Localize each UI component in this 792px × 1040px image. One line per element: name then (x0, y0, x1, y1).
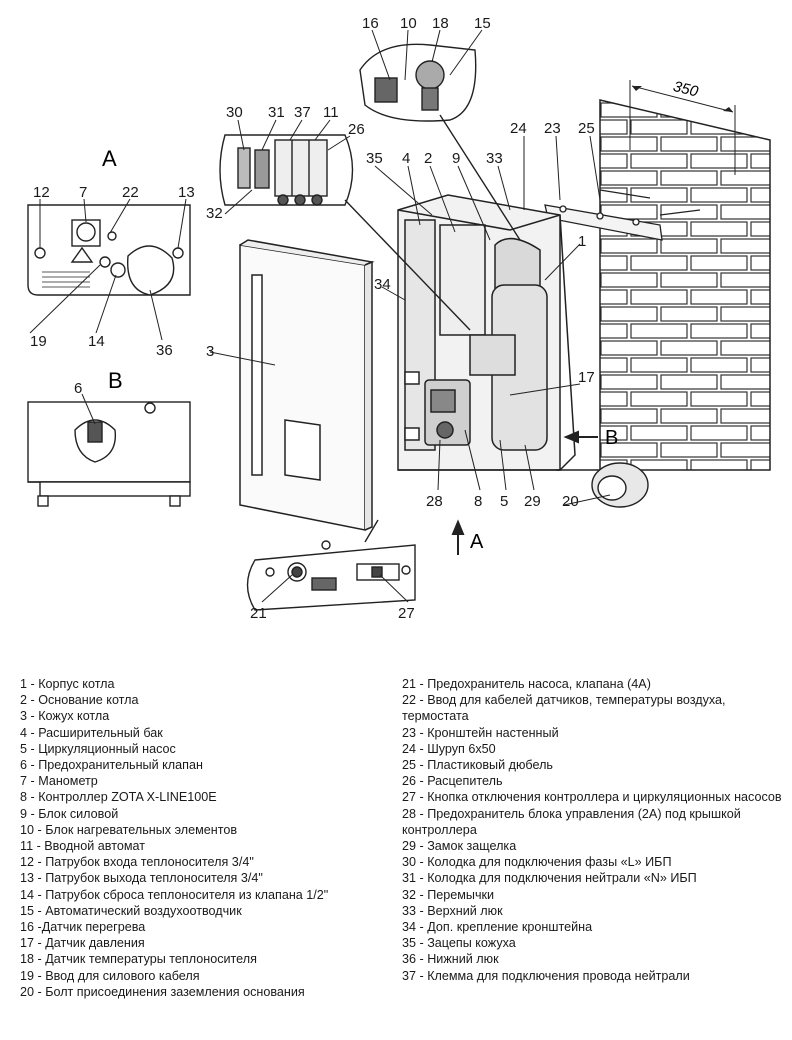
callout-34: 34 (374, 276, 391, 293)
legend-item: 6 - Предохранительный клапан (20, 758, 203, 773)
legend-item: 20 - Болт присоединения заземления основ… (20, 984, 305, 999)
callout-17: 17 (578, 369, 595, 386)
front-cover (239, 239, 375, 531)
callout-26: 26 (348, 121, 365, 138)
callout-29: 29 (524, 493, 541, 510)
legend-item: 23 - Кронштейн настенный (402, 725, 559, 740)
legend-item: 22 - Ввод для кабелей датчиков, температ… (402, 693, 726, 724)
dimension-350: 350 (671, 78, 700, 101)
callout-32: 32 (206, 205, 223, 222)
top-inset-sensors (359, 43, 521, 241)
callout-4: 4 (402, 150, 410, 167)
view-a-title: A (102, 146, 117, 171)
legend-item: 26 - Расцепитель (402, 774, 503, 789)
callout-36: 36 (156, 342, 173, 359)
callout-1: 1 (578, 233, 586, 250)
callout-25: 25 (578, 120, 595, 137)
legend-item: 24 - Шуруп 6х50 (402, 741, 496, 756)
callout-8: 8 (474, 493, 482, 510)
callout-22: 22 (122, 184, 139, 201)
callout-3: 3 (206, 343, 214, 360)
callout-12: 12 (33, 184, 50, 201)
legend-item: 2 - Основание котла (20, 693, 139, 708)
legend-item: 16 -Датчик перегрева (20, 920, 146, 935)
legend-item: 30 - Колодка для подключения фазы «L» ИБ… (402, 855, 672, 870)
callout-6: 6 (74, 380, 82, 397)
callout-28: 28 (426, 493, 443, 510)
legend-item: 1 - Корпус котла (20, 677, 115, 691)
callout-7: 7 (79, 184, 87, 201)
legend-item: 32 - Перемычки (402, 887, 495, 902)
brick-wall: 350 (599, 78, 771, 471)
legend-item: 25 - Пластиковый дюбель (402, 758, 553, 773)
legend-item: 5 - Циркуляционный насос (20, 741, 176, 756)
legend-item: 31 - Колодка для подключения нейтрали «N… (402, 871, 697, 886)
view-arrows (451, 430, 598, 555)
callout-5: 5 (500, 493, 508, 510)
legend-item: 33 - Верхний люк (402, 903, 503, 918)
callout-37: 37 (294, 104, 311, 121)
legend-item: 36 - Нижний люк (402, 952, 499, 967)
legend-item: 11 - Вводной автомат (20, 839, 145, 854)
arrow-a-label: A (470, 531, 484, 553)
callout-20: 20 (562, 493, 579, 510)
legend-item: 28 - Предохранитель блока управления (2А… (402, 806, 741, 837)
legend-item: 21 - Предохранитель насоса, клапана (4А) (402, 677, 651, 691)
legend-item: 8 - Контроллер ZOTA X-LINE100E (20, 790, 217, 805)
legend-item: 15 - Автоматический воздухоотводчик (20, 903, 242, 918)
legend-item: 37 - Клемма для подключения провода нейт… (402, 968, 690, 983)
legend-item: 29 - Замок защелка (402, 839, 517, 854)
boiler-body (397, 194, 576, 471)
callout-21: 21 (250, 605, 267, 622)
callout-35: 35 (366, 150, 383, 167)
legend-right-column: 21 - Предохранитель насоса, клапана (4А)… (402, 676, 782, 984)
callout-30: 30 (226, 104, 243, 121)
callout-23: 23 (544, 120, 561, 137)
view-b-detail (27, 401, 191, 507)
wall-bracket (544, 189, 701, 241)
legend-item: 17 - Датчик давления (20, 936, 145, 951)
legend-item: 19 - Ввод для силового кабеля (20, 968, 200, 983)
boiler-assembly-diagram: 350 (27, 15, 771, 622)
legend-item: 12 - Патрубок входа теплоносителя 3/4" (20, 855, 254, 870)
callout-10: 10 (400, 15, 417, 32)
callout-2: 2 (424, 150, 432, 167)
callout-15: 15 (474, 15, 491, 32)
legend-item: 14 - Патрубок сброса теплоносителя из кл… (20, 887, 329, 902)
legend-item: 4 - Расширительный бак (20, 725, 163, 740)
legend-item: 7 - Манометр (20, 774, 98, 789)
legend-item: 10 - Блок нагревательных элементов (20, 822, 238, 837)
view-b-title: B (108, 368, 123, 393)
callout-24: 24 (510, 120, 527, 137)
callout-19: 19 (30, 333, 47, 350)
callout-31: 31 (268, 104, 285, 121)
callout-33: 33 (486, 150, 503, 167)
callout-13: 13 (178, 184, 195, 201)
callout-27: 27 (398, 605, 415, 622)
legend-item: 34 - Доп. крепление кронштейна (402, 920, 593, 935)
legend-item: 18 - Датчик температуры теплоносителя (20, 952, 257, 967)
terminal-inset (219, 134, 471, 331)
callout-16: 16 (362, 15, 379, 32)
callout-14: 14 (88, 333, 105, 350)
leader-lines (29, 29, 611, 603)
bottom-inset-controls (246, 519, 416, 611)
callout-numbers: 16 10 18 15 12 7 22 13 19 14 36 6 30 31 … (30, 15, 595, 622)
callout-18: 18 (432, 15, 449, 32)
view-a-detail (27, 204, 191, 296)
callout-11: 11 (323, 104, 339, 121)
arrow-b-label: B (605, 427, 618, 449)
legend-item: 9 - Блок силовой (20, 806, 119, 821)
legend-item: 13 - Патрубок выхода теплоносителя 3/4" (20, 871, 263, 886)
legend-item: 3 - Кожух котла (20, 709, 110, 724)
callout-9: 9 (452, 150, 460, 167)
legend-item: 35 - Зацепы кожуха (402, 936, 516, 951)
legend-item: 27 - Кнопка отключения контроллера и цир… (402, 790, 782, 805)
